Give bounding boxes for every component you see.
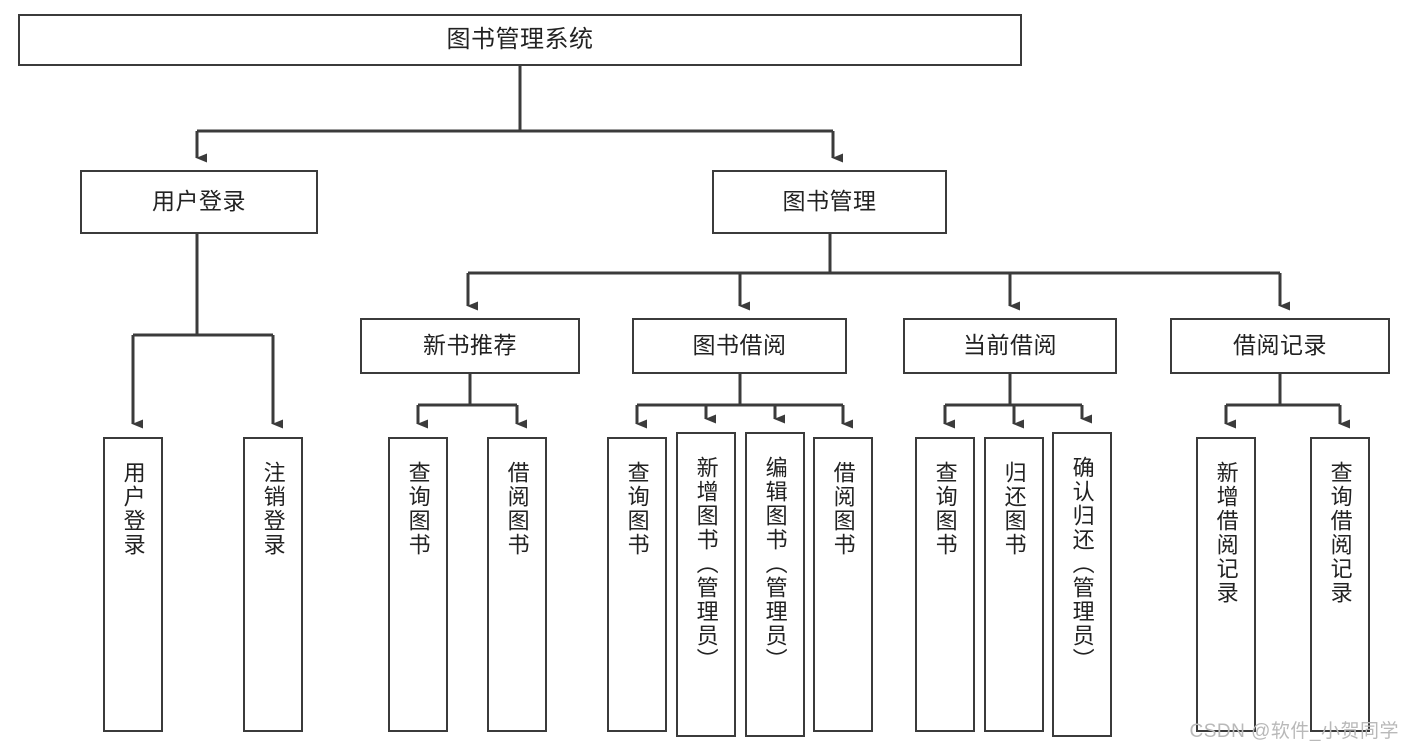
node-leaf-return-book-label: 归还图书 (1001, 461, 1027, 557)
node-book-manage-label: 图书管理 (782, 188, 877, 215)
node-leaf-add-book-label: 新增图书（管理员） (693, 456, 719, 672)
node-book-borrow-label: 图书借阅 (692, 332, 787, 359)
node-leaf-borrow-book[interactable]: 借阅图书 (813, 437, 873, 732)
node-new-book-rec[interactable]: 新书推荐 (360, 318, 580, 374)
node-leaf-return-book[interactable]: 归还图书 (984, 437, 1044, 732)
node-leaf-logout-label: 注销登录 (260, 461, 286, 557)
csdn-watermark: CSDN @软件_小贺同学 (1189, 721, 1399, 742)
node-leaf-add-record[interactable]: 新增借阅记录 (1196, 437, 1256, 732)
node-leaf-query-book-current-label: 查询图书 (932, 461, 958, 557)
node-leaf-edit-book[interactable]: 编辑图书（管理员） (745, 432, 805, 737)
node-root[interactable]: 图书管理系统 (18, 14, 1022, 66)
node-book-manage[interactable]: 图书管理 (712, 170, 947, 234)
node-leaf-query-record[interactable]: 查询借阅记录 (1310, 437, 1370, 732)
node-current-borrow-label: 当前借阅 (963, 332, 1057, 359)
node-leaf-logout[interactable]: 注销登录 (243, 437, 303, 732)
node-leaf-query-book-current[interactable]: 查询图书 (915, 437, 975, 732)
node-leaf-query-book-rec-label: 查询图书 (405, 461, 431, 557)
node-leaf-borrow-book-rec-label: 借阅图书 (504, 461, 530, 557)
node-borrow-record-label: 借阅记录 (1233, 332, 1327, 359)
node-leaf-query-book-rec[interactable]: 查询图书 (388, 437, 448, 732)
node-root-label: 图书管理系统 (446, 25, 594, 53)
node-leaf-user-login-label: 用户登录 (120, 461, 146, 557)
node-leaf-query-record-label: 查询借阅记录 (1327, 461, 1353, 605)
node-user-login-label: 用户登录 (152, 188, 246, 215)
node-leaf-query-book-borrow-label: 查询图书 (624, 461, 650, 557)
node-leaf-borrow-book-label: 借阅图书 (830, 461, 856, 557)
node-leaf-add-record-label: 新增借阅记录 (1213, 461, 1239, 605)
node-leaf-confirm-return[interactable]: 确认归还（管理员） (1052, 432, 1112, 737)
node-book-borrow[interactable]: 图书借阅 (632, 318, 847, 374)
node-leaf-query-book-borrow[interactable]: 查询图书 (607, 437, 667, 732)
node-leaf-user-login[interactable]: 用户登录 (103, 437, 163, 732)
node-leaf-add-book[interactable]: 新增图书（管理员） (676, 432, 736, 737)
node-leaf-edit-book-label: 编辑图书（管理员） (762, 456, 788, 672)
node-user-login[interactable]: 用户登录 (80, 170, 318, 234)
node-new-book-rec-label: 新书推荐 (423, 332, 517, 359)
node-borrow-record[interactable]: 借阅记录 (1170, 318, 1390, 374)
node-current-borrow[interactable]: 当前借阅 (903, 318, 1117, 374)
node-leaf-borrow-book-rec[interactable]: 借阅图书 (487, 437, 547, 732)
node-leaf-confirm-return-label: 确认归还（管理员） (1069, 456, 1095, 672)
